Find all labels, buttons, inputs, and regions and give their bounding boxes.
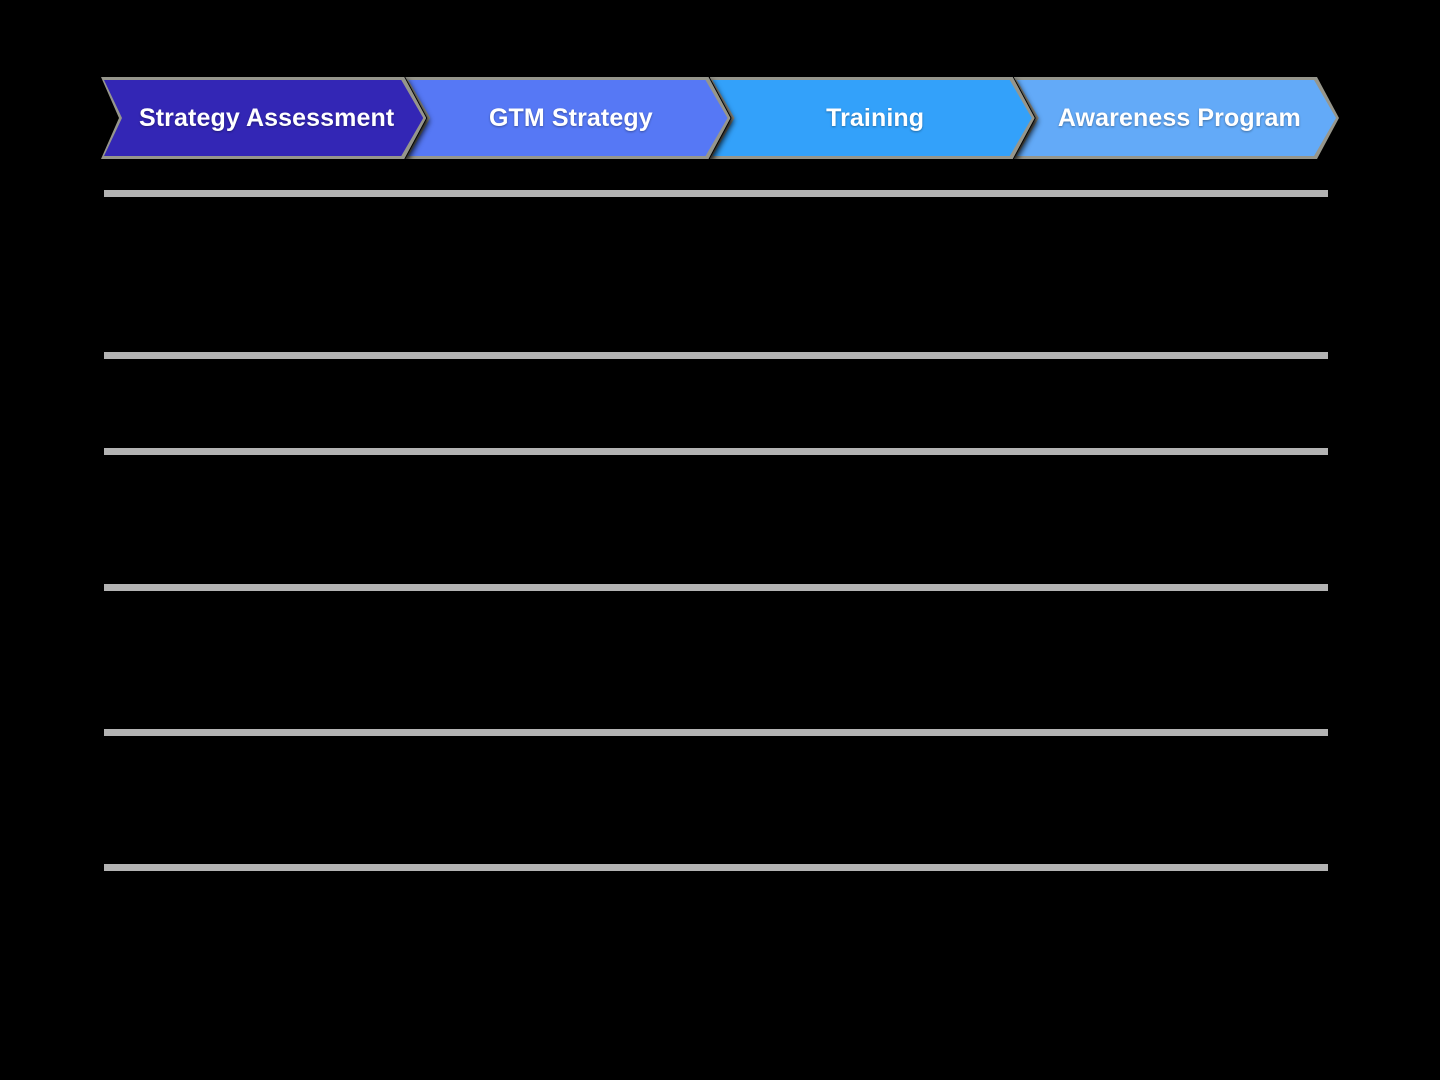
process-step-awareness-program[interactable]: Awareness Program <box>1017 80 1336 156</box>
process-chevron-bar: Strategy Assessment GTM Strategy Trainin… <box>104 80 1336 156</box>
divider-rule-1 <box>104 190 1328 197</box>
process-step-label-1: Strategy Assessment <box>138 103 395 132</box>
content-row-3 <box>104 455 1328 584</box>
divider-rule-3 <box>104 448 1328 455</box>
process-step-training[interactable]: Training <box>713 80 1032 156</box>
process-step-label-2: GTM Strategy <box>489 103 653 132</box>
divider-rule-5 <box>104 729 1328 736</box>
content-row-4 <box>104 591 1328 729</box>
process-step-label-4: Awareness Program <box>1057 103 1301 132</box>
process-step-label-3: Training <box>826 103 925 132</box>
content-row-2 <box>104 359 1328 448</box>
divider-rule-6 <box>104 864 1328 871</box>
process-step-gtm-strategy[interactable]: GTM Strategy <box>408 80 727 156</box>
chevron-shape-1 <box>104 80 423 156</box>
content-row-5 <box>104 736 1328 864</box>
chevron-shape-4 <box>1017 80 1336 156</box>
chevron-fill-2 <box>408 80 727 156</box>
chevron-shape-2 <box>408 80 727 156</box>
divider-rule-2 <box>104 352 1328 359</box>
chevron-fill-4 <box>1017 80 1336 156</box>
chevron-fill-3 <box>713 80 1032 156</box>
chevron-shape-3 <box>713 80 1032 156</box>
content-row-1 <box>104 197 1328 352</box>
divider-rule-4 <box>104 584 1328 591</box>
process-step-strategy-assessment[interactable]: Strategy Assessment <box>104 80 423 156</box>
chevron-fill-1 <box>104 80 423 156</box>
